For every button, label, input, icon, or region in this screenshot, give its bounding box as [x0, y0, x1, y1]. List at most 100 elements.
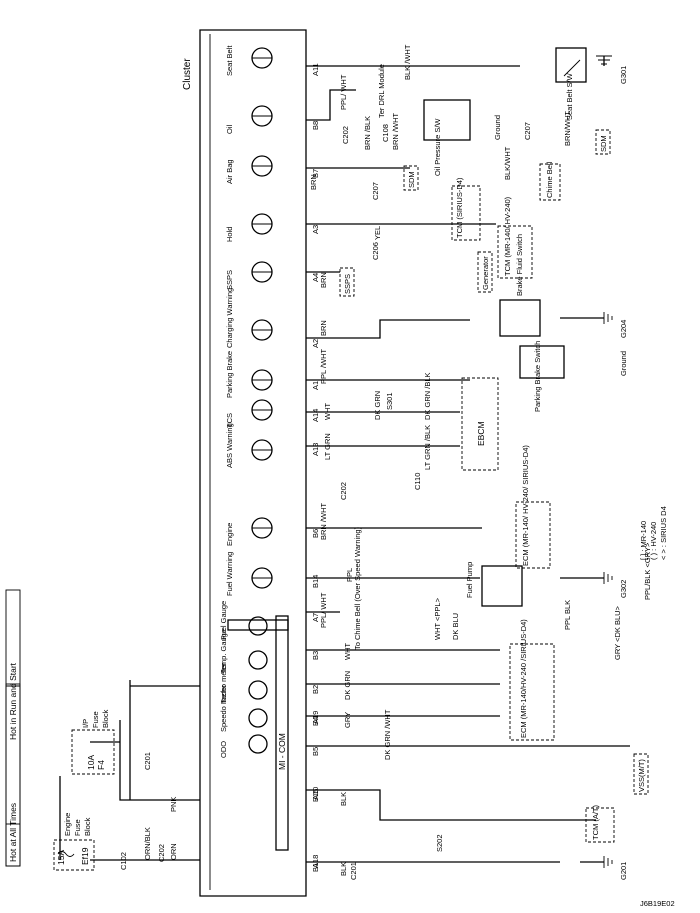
svg-text:PPL BLK: PPL BLK: [563, 600, 572, 630]
legend-sirius: < > : SIRIUS D4: [659, 506, 668, 560]
pin-a19: A19: [311, 711, 320, 724]
svg-text:LT GRN /BLK: LT GRN /BLK: [423, 425, 432, 470]
svg-text:Fuse: Fuse: [91, 711, 100, 728]
fuse-name-fuse: Fuse: [73, 819, 82, 836]
gauge-1: [248, 650, 268, 670]
pin-a1: A1: [311, 381, 320, 390]
gauge-label-3: Speedo meter: [219, 684, 228, 732]
svg-text:PPL/ WHT: PPL/ WHT: [339, 74, 348, 110]
svg-text:C202: C202: [339, 482, 348, 500]
pin-b4: B4: [311, 717, 320, 726]
svg-text:Ter DRL Module: Ter DRL Module: [377, 64, 386, 118]
svg-text:S202: S202: [435, 834, 444, 852]
parking-brake-switch: [519, 345, 565, 379]
lamp-label-1: Oil: [225, 125, 234, 135]
svg-text:ECM (MR-140/ HV-240/ SIRIUS-D4: ECM (MR-140/ HV-240/ SIRIUS-D4): [521, 445, 530, 566]
tcm-mr: [497, 225, 533, 279]
svg-text:PPL/ WHT: PPL/ WHT: [319, 592, 328, 628]
pin-b14: B14: [311, 575, 320, 588]
pin-b5: B5: [311, 747, 320, 756]
header-hot-run-start: Hot in Run and Start: [8, 662, 18, 740]
pin-a2: A2: [311, 339, 320, 348]
gauge-0: [248, 616, 268, 636]
svg-text:C207: C207: [371, 182, 380, 200]
svg-text:BLK/WHT: BLK/WHT: [503, 146, 512, 180]
sdm-box-2: [595, 129, 611, 155]
svg-text:C108: C108: [381, 124, 390, 142]
lamp-label-8: ABS Warning: [225, 423, 234, 468]
svg-text:BRN/WHT: BRN/WHT: [563, 111, 572, 146]
ground-1: Ground: [493, 115, 502, 140]
lamp-label-3: Hold: [225, 227, 234, 242]
generator-box: [477, 251, 493, 293]
ecm2-box: [509, 643, 555, 741]
svg-text:WHT: WHT: [323, 403, 332, 420]
ip-fuse-block: [71, 729, 115, 775]
pin-b7: B7: [311, 169, 320, 178]
ground-g301: G301: [619, 66, 628, 84]
svg-text:C207: C207: [523, 122, 532, 140]
gauge-label-1: Temp. Gauge: [219, 629, 228, 674]
pin-a3: A3: [311, 225, 320, 234]
legend-hv240: ( ) : HV-240: [649, 522, 658, 560]
svg-text:C102: C102: [119, 852, 128, 870]
fuse-id-f4: F4: [96, 760, 106, 770]
lamp-label-0: Seat Belt: [225, 45, 234, 76]
svg-text:ORN/BLK: ORN/BLK: [143, 827, 152, 860]
svg-text:TCM (SIRIUS-D4): TCM (SIRIUS-D4): [455, 177, 464, 238]
lamp-label-10: Fuel Warning: [225, 552, 234, 596]
gauge-4: [248, 734, 268, 754]
pin-a10: A10: [311, 787, 320, 800]
engine-fuse-block: [53, 839, 95, 871]
fuse-name-engine: Engine: [63, 813, 72, 836]
sdm-box-1: [403, 165, 419, 191]
legend-mr140: [ ] : MR-140: [639, 521, 648, 560]
lamp-label-5: Charging Warning: [225, 288, 234, 348]
svg-text:YEL: YEL: [373, 226, 382, 240]
svg-text:Fuel Pump: Fuel Pump: [465, 562, 474, 598]
pin-b3: B3: [311, 651, 320, 660]
ebcm-box: [461, 377, 499, 471]
svg-text:Brake Fluid Switch: Brake Fluid Switch: [515, 234, 524, 296]
svg-text:BRN: BRN: [319, 320, 328, 336]
svg-text:VSS(M/T): VSS(M/T): [637, 759, 646, 792]
seatbelt-switch: [555, 47, 587, 83]
svg-text:C206: C206: [371, 242, 380, 260]
pin-a7: A7: [311, 613, 320, 622]
svg-text:SDM: SDM: [599, 135, 608, 152]
pin-a18: A18: [311, 855, 320, 868]
ground-g204: G204: [619, 320, 628, 338]
svg-text:BRN: BRN: [309, 174, 318, 190]
svg-text:Parking Brake Switch: Parking Brake Switch: [533, 341, 542, 412]
oil-pressure-switch: [423, 99, 471, 141]
ssps-box: [339, 267, 355, 297]
svg-text:C202: C202: [341, 126, 350, 144]
lamp-label-4: SSPS: [225, 270, 234, 290]
svg-text:C110: C110: [413, 473, 422, 490]
svg-text:BRN /WHT: BRN /WHT: [391, 113, 400, 150]
vss-box: [633, 753, 649, 795]
svg-text:BRN: BRN: [319, 272, 328, 288]
pin-a11: A11: [311, 63, 320, 76]
svg-text:C202: C202: [157, 844, 166, 862]
svg-text:PPL/BLK <GRY>: PPL/BLK <GRY>: [643, 542, 652, 600]
svg-text:PNK: PNK: [169, 797, 178, 812]
svg-text:DK GRN /WHT: DK GRN /WHT: [383, 709, 392, 760]
fuel-pump: [481, 565, 523, 607]
lamp-label-2: Air Bag: [225, 159, 234, 184]
svg-text:DK GRN /BLK: DK GRN /BLK: [423, 372, 432, 420]
svg-text:DK BLU: DK BLU: [451, 613, 460, 640]
svg-text:WHT <PPL>: WHT <PPL>: [433, 597, 442, 640]
gauge-3: [248, 708, 268, 728]
svg-text:BLK: BLK: [339, 792, 348, 806]
cluster-outline: [199, 29, 307, 897]
ground-g201: G201: [619, 862, 628, 880]
svg-text:EBCM: EBCM: [476, 421, 486, 446]
lamp-label-7: TCS: [225, 413, 234, 428]
micom-bar: [275, 615, 289, 851]
svg-text:ECM (MR-140/HV-240 /SIRIUS-D4): ECM (MR-140/HV-240 /SIRIUS-D4): [519, 619, 528, 738]
ground-g302: G302: [619, 580, 628, 598]
svg-text:TCM (A/T): TCM (A/T): [591, 805, 600, 840]
svg-text:Chime Bell: Chime Bell: [545, 161, 554, 198]
